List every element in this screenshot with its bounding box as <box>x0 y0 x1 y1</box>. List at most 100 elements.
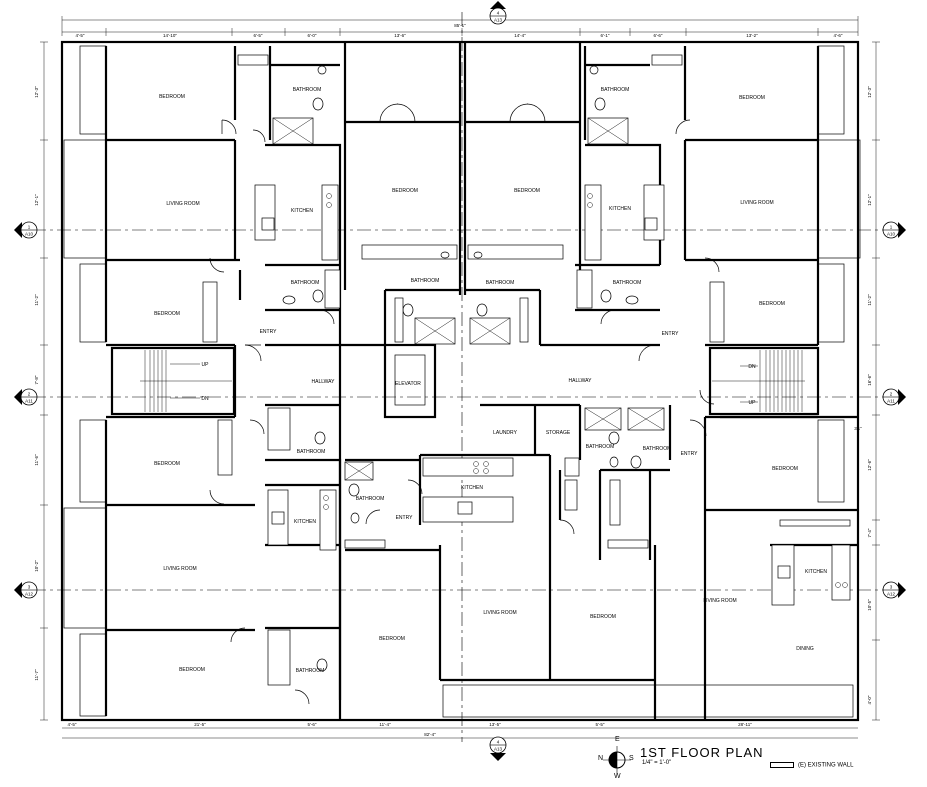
section-right-3-number: 3 <box>890 585 893 590</box>
fixtures <box>202 54 854 718</box>
section-marker-top: 4 A13 <box>489 1 507 25</box>
bathroom-label-7: BATHROOM <box>586 444 615 450</box>
section-bottom-sheet: A13 <box>494 747 503 752</box>
section-left-3-sheet: A12 <box>25 592 34 597</box>
dim-top-10: 4'-6" <box>834 33 843 38</box>
section-right-1-number: 1 <box>890 225 893 230</box>
stair-down-label: DN <box>201 396 209 402</box>
section-right-1-sheet: A10 <box>887 232 896 237</box>
entry-label-4: ENTRY <box>396 515 414 521</box>
bedroom-label-7: BEDROOM <box>772 466 798 472</box>
bathroom-label-3: BATHROOM <box>411 278 440 284</box>
dim-top-2: 14'-10" <box>163 33 177 38</box>
section-marker-left-3: 3 A12 <box>14 581 38 599</box>
dim-right-8: 4'-0" <box>867 695 872 704</box>
storage-label: STORAGE <box>546 430 571 436</box>
bedroom-label-1: BEDROOM <box>159 94 185 100</box>
bedroom-label-4: BEDROOM <box>514 188 540 194</box>
dim-top-8: 6'-6" <box>654 33 663 38</box>
compass-east: E <box>615 736 620 743</box>
door-swings <box>209 103 720 705</box>
dimension-lines <box>40 16 880 739</box>
dim-right-4: 16'-6" <box>867 374 872 386</box>
bedroom-label-5: BEDROOM <box>739 95 765 101</box>
section-bottom-number: 4 <box>497 740 500 745</box>
kitchen-label-2: KITCHEN <box>609 206 631 212</box>
plan-scale: 1/4" = 1'-0" <box>642 760 672 766</box>
living-room-label-2: LIVING ROOM <box>740 200 773 206</box>
kitchen-label-4: KITCHEN <box>461 485 483 491</box>
bedroom-label-6: BEDROOM <box>759 301 785 307</box>
dim-right-5: 12'-6" <box>867 459 872 471</box>
section-right-2-number: 2 <box>890 392 893 397</box>
section-marker-right-2: 2 A11 <box>882 388 906 406</box>
dim-left-5: 11'-6" <box>34 454 39 466</box>
dim-right-3: 11'-2" <box>867 294 872 306</box>
dim-left-3: 11'-2" <box>34 294 39 306</box>
dim-bottom-6: 5'-5" <box>596 722 605 727</box>
left-stair: UP DN <box>110 346 236 416</box>
bedroom-label-8: BEDROOM <box>154 461 180 467</box>
dim-bottom-2: 21'-5" <box>194 722 206 727</box>
living-room-label-4: LIVING ROOM <box>483 610 516 616</box>
overall-dimension-bottom: 82'-4" <box>424 732 436 737</box>
legend-existing-wall: (E) EXISTING WALL <box>798 762 854 769</box>
dining-label: DINING <box>796 646 814 652</box>
stair-up-label: UP <box>202 362 210 368</box>
bathroom-label-1: BATHROOM <box>293 87 322 93</box>
bedroom-label-11: BEDROOM <box>590 614 616 620</box>
kitchen-label-5: KITCHEN <box>805 569 827 575</box>
dim-top-7: 6'-1" <box>601 33 610 38</box>
living-room-label-1: LIVING ROOM <box>166 201 199 207</box>
section-left-1-number: 1 <box>28 225 31 230</box>
section-top-sheet: A13 <box>494 18 503 23</box>
section-marker-left-2: 2 A11 <box>14 388 38 406</box>
overall-dimension-top: 85'-1" <box>454 23 466 28</box>
existing-wall-swatch <box>770 762 794 768</box>
bathroom-label-10: BATHROOM <box>356 496 385 502</box>
dimension-labels: 85'-1" 4'-5" 14'-10" 6'-5" 6'-0" 13'-6" … <box>34 23 872 737</box>
compass-south: S <box>629 755 634 762</box>
bathroom-label-9: BATHROOM <box>297 449 326 455</box>
kitchen-label-3: KITCHEN <box>294 519 316 525</box>
section-left-1-sheet: A10 <box>25 232 34 237</box>
dim-left-2: 12'-1" <box>34 194 39 206</box>
section-marker-right-3: 3 A12 <box>882 581 906 599</box>
section-left-2-sheet: A11 <box>25 399 33 404</box>
dim-bottom-1: 4'-5" <box>68 722 77 727</box>
section-left-2-number: 2 <box>28 392 31 397</box>
dim-bottom-5: 13'-5" <box>489 722 501 727</box>
entry-label-3: ENTRY <box>681 451 699 457</box>
dim-right-6: 7'-4" <box>867 528 872 537</box>
bedroom-label-3: BEDROOM <box>392 188 418 194</box>
room-labels: BEDROOM LIVING ROOM BEDROOM BATHROOM KIT… <box>154 87 827 674</box>
stair-up-label-right: UP <box>749 400 757 406</box>
dim-top-6: 14'-4" <box>514 33 526 38</box>
section-markers: 4 A13 4 A13 1 A10 2 A11 3 <box>14 1 906 761</box>
interior-walls <box>104 42 858 720</box>
laundry-label: LAUNDRY <box>493 430 517 436</box>
dim-left-1: 12'-3" <box>34 86 39 98</box>
right-stair: DN UP <box>708 346 820 416</box>
entry-label-1: ENTRY <box>260 329 278 335</box>
dim-left-6: 10'-2" <box>34 560 39 572</box>
compass-west: W <box>614 773 621 780</box>
section-left-3-number: 3 <box>28 585 31 590</box>
bathroom-label-2: BATHROOM <box>291 280 320 286</box>
living-room-label-5: LIVING ROOM <box>703 598 736 604</box>
bathroom-label-8: BATHROOM <box>643 446 672 452</box>
dim-left-4: 7'-8" <box>34 375 39 384</box>
section-right-2-sheet: A11 <box>887 399 895 404</box>
bathroom-label-11: BATHROOM <box>296 668 325 674</box>
section-right-3-sheet: A12 <box>887 592 896 597</box>
hallway-label-1: HALLWAY <box>312 379 336 385</box>
compass-north: N <box>598 755 604 762</box>
north-arrow-compass: E N S W <box>595 736 635 782</box>
bedroom-label-9: BEDROOM <box>179 667 205 673</box>
bathroom-label-5: BATHROOM <box>601 87 630 93</box>
kitchen-label-1: KITCHEN <box>291 208 313 214</box>
compass-icon <box>603 746 631 774</box>
bathroom-label-6: BATHROOM <box>613 280 642 286</box>
bedroom-label-2: BEDROOM <box>154 311 180 317</box>
